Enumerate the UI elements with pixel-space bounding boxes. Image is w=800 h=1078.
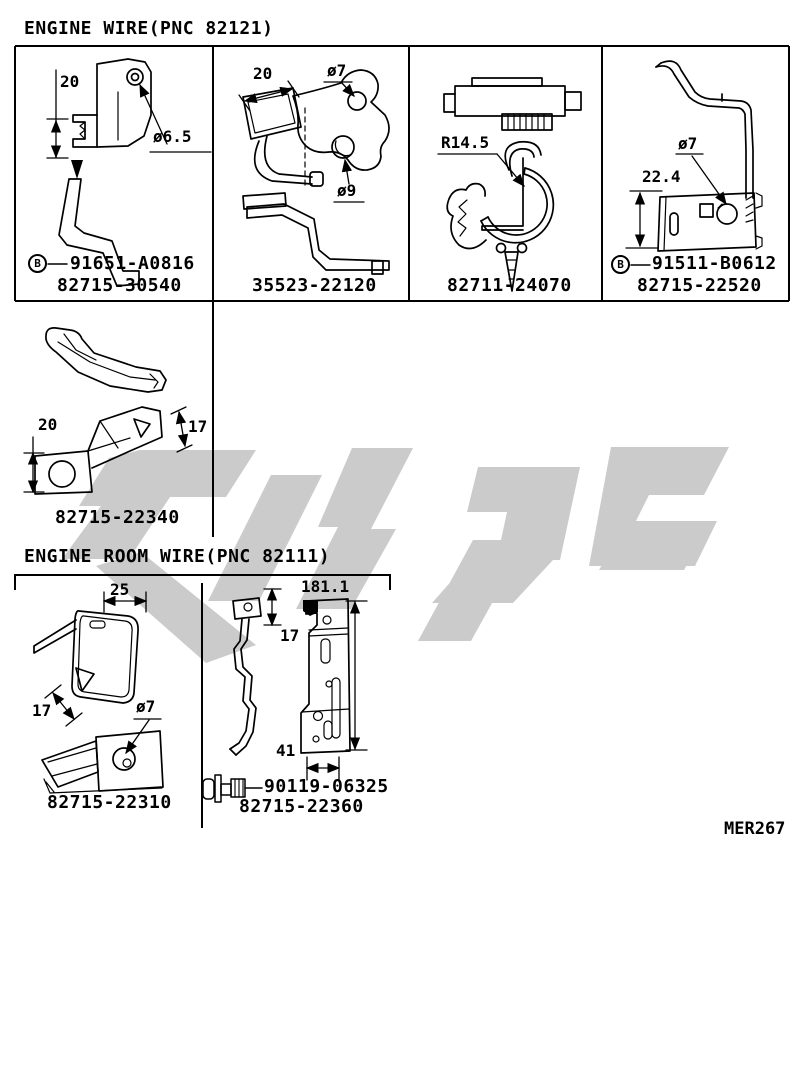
dim-label-hole-6-5: ø6.5 [153, 127, 192, 146]
dim-label-hole-9: ø9 [337, 181, 357, 200]
part-number-82715-30540: 82715-30540 [57, 275, 182, 296]
part-number-82715-22360: 82715-22360 [239, 796, 364, 817]
part-number-91651-A0816: 91651-A0816 [70, 253, 195, 274]
drawing-82715-22360 [202, 587, 368, 803]
drawing-82711-24070 [437, 77, 582, 292]
section-title-engine-room-wire: ENGINE ROOM WIRE(PNC 82111) [24, 546, 331, 567]
part-number-82715-22340: 82715-22340 [55, 507, 180, 528]
table-borders [14, 45, 790, 828]
dim-label-hole-7-top: ø7 [327, 61, 347, 80]
dim-label-width-25: 25 [110, 580, 130, 599]
b-marker-letter: B [34, 257, 41, 270]
section-title-engine-wire: ENGINE WIRE(PNC 82121) [24, 18, 274, 39]
drawing-82715-30540 [46, 58, 212, 287]
part-number-90119-06325: 90119-06325 [264, 776, 389, 797]
watermark-logo [62, 447, 729, 663]
part-number-82711-24070: 82711-24070 [447, 275, 572, 296]
b-marker: B [611, 255, 630, 274]
drawing-82715-22310 [33, 591, 164, 794]
dim-label-side-17: 17 [188, 417, 208, 436]
dim-label-height-22-4: 22.4 [642, 167, 681, 186]
part-number-82715-22520: 82715-22520 [637, 275, 762, 296]
dim-label-hole-7-plate: ø7 [678, 134, 698, 153]
part-number-82715-22310: 82715-22310 [47, 792, 172, 813]
dim-label-height-20-base: 20 [38, 415, 58, 434]
dim-label-height-20: 20 [60, 72, 80, 91]
dim-label-gap-17: 17 [280, 626, 300, 645]
drawing-82715-22520 [47, 60, 763, 266]
b-marker: B [28, 254, 47, 273]
footer-code: MER267 [724, 819, 786, 839]
dim-label-height-181-1: 181.1 [301, 577, 350, 596]
dim-label-hole-7-bracket: ø7 [136, 697, 156, 716]
dim-label-width-41: 41 [276, 741, 296, 760]
dim-label-side-17-flange: 17 [32, 701, 52, 720]
part-number-91511-B0612: 91511-B0612 [652, 253, 777, 274]
drawing-82715-22340 [23, 327, 193, 495]
dim-label-width-20: 20 [253, 64, 273, 83]
drawing-35523-22120 [238, 69, 390, 275]
b-marker-letter: B [617, 258, 624, 271]
dim-label-radius-14-5: R14.5 [441, 133, 490, 152]
part-number-35523-22120: 35523-22120 [252, 275, 377, 296]
bolt-icon [202, 774, 263, 803]
